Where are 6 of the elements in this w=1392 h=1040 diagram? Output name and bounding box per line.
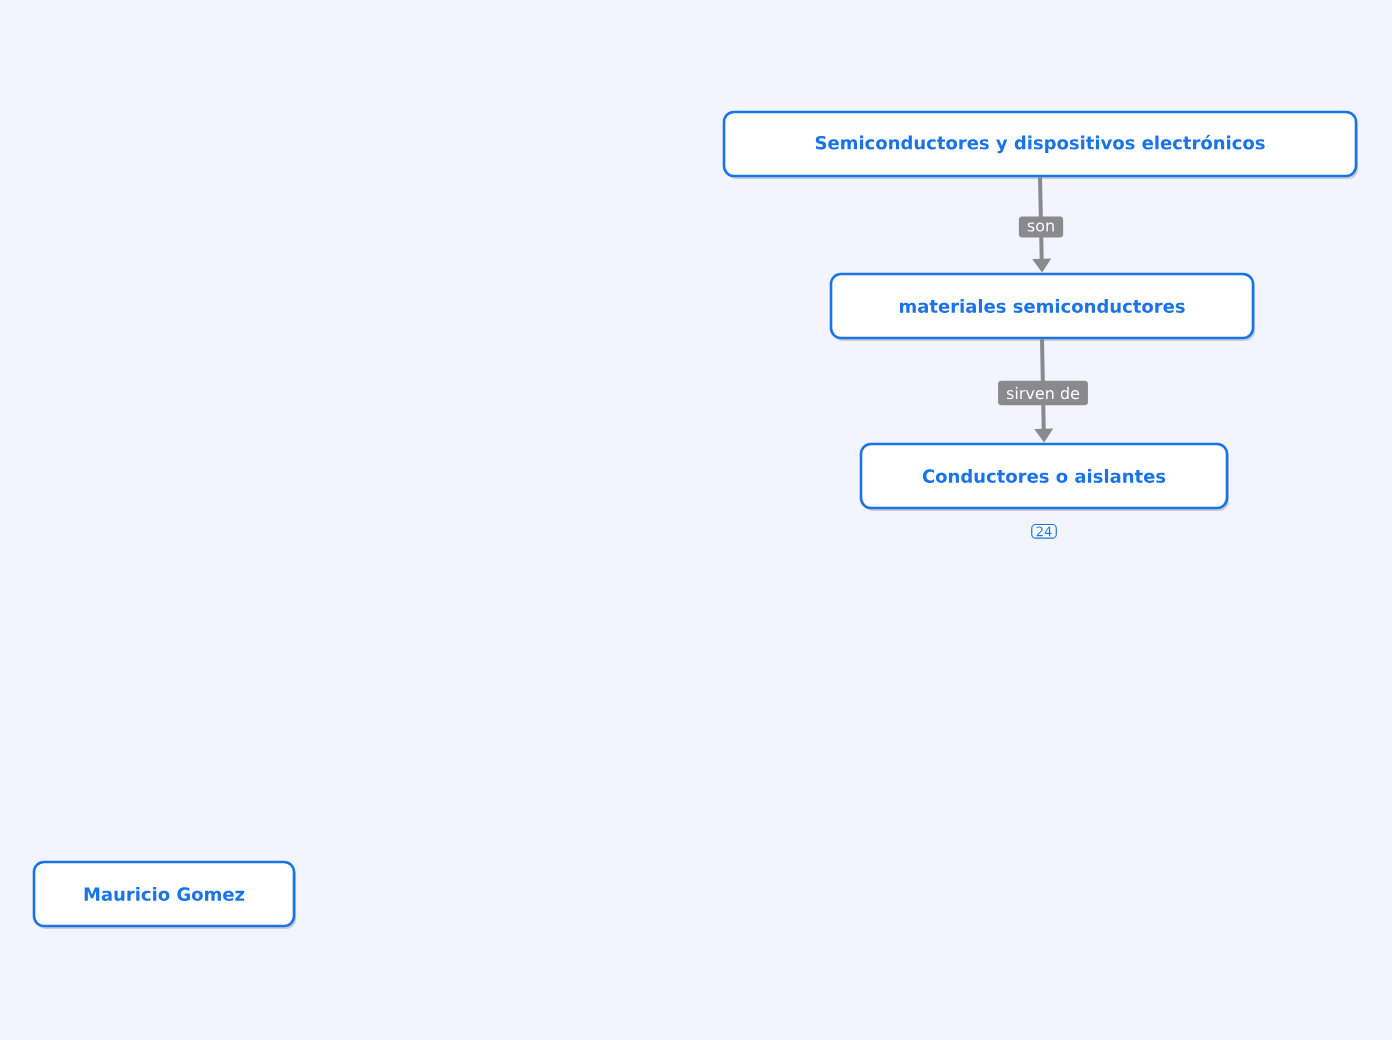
topic-box: Conductores o aislantes [859, 442, 1229, 511]
topic-box: Semiconductores y dispositivos electrónicos [722, 110, 1358, 179]
edge-label: son [1018, 216, 1064, 238]
edge-label: sirven de [998, 380, 1088, 406]
topic-box: Mauricio Gomez [32, 860, 296, 929]
topic-box: materiales semiconductores [829, 272, 1255, 341]
